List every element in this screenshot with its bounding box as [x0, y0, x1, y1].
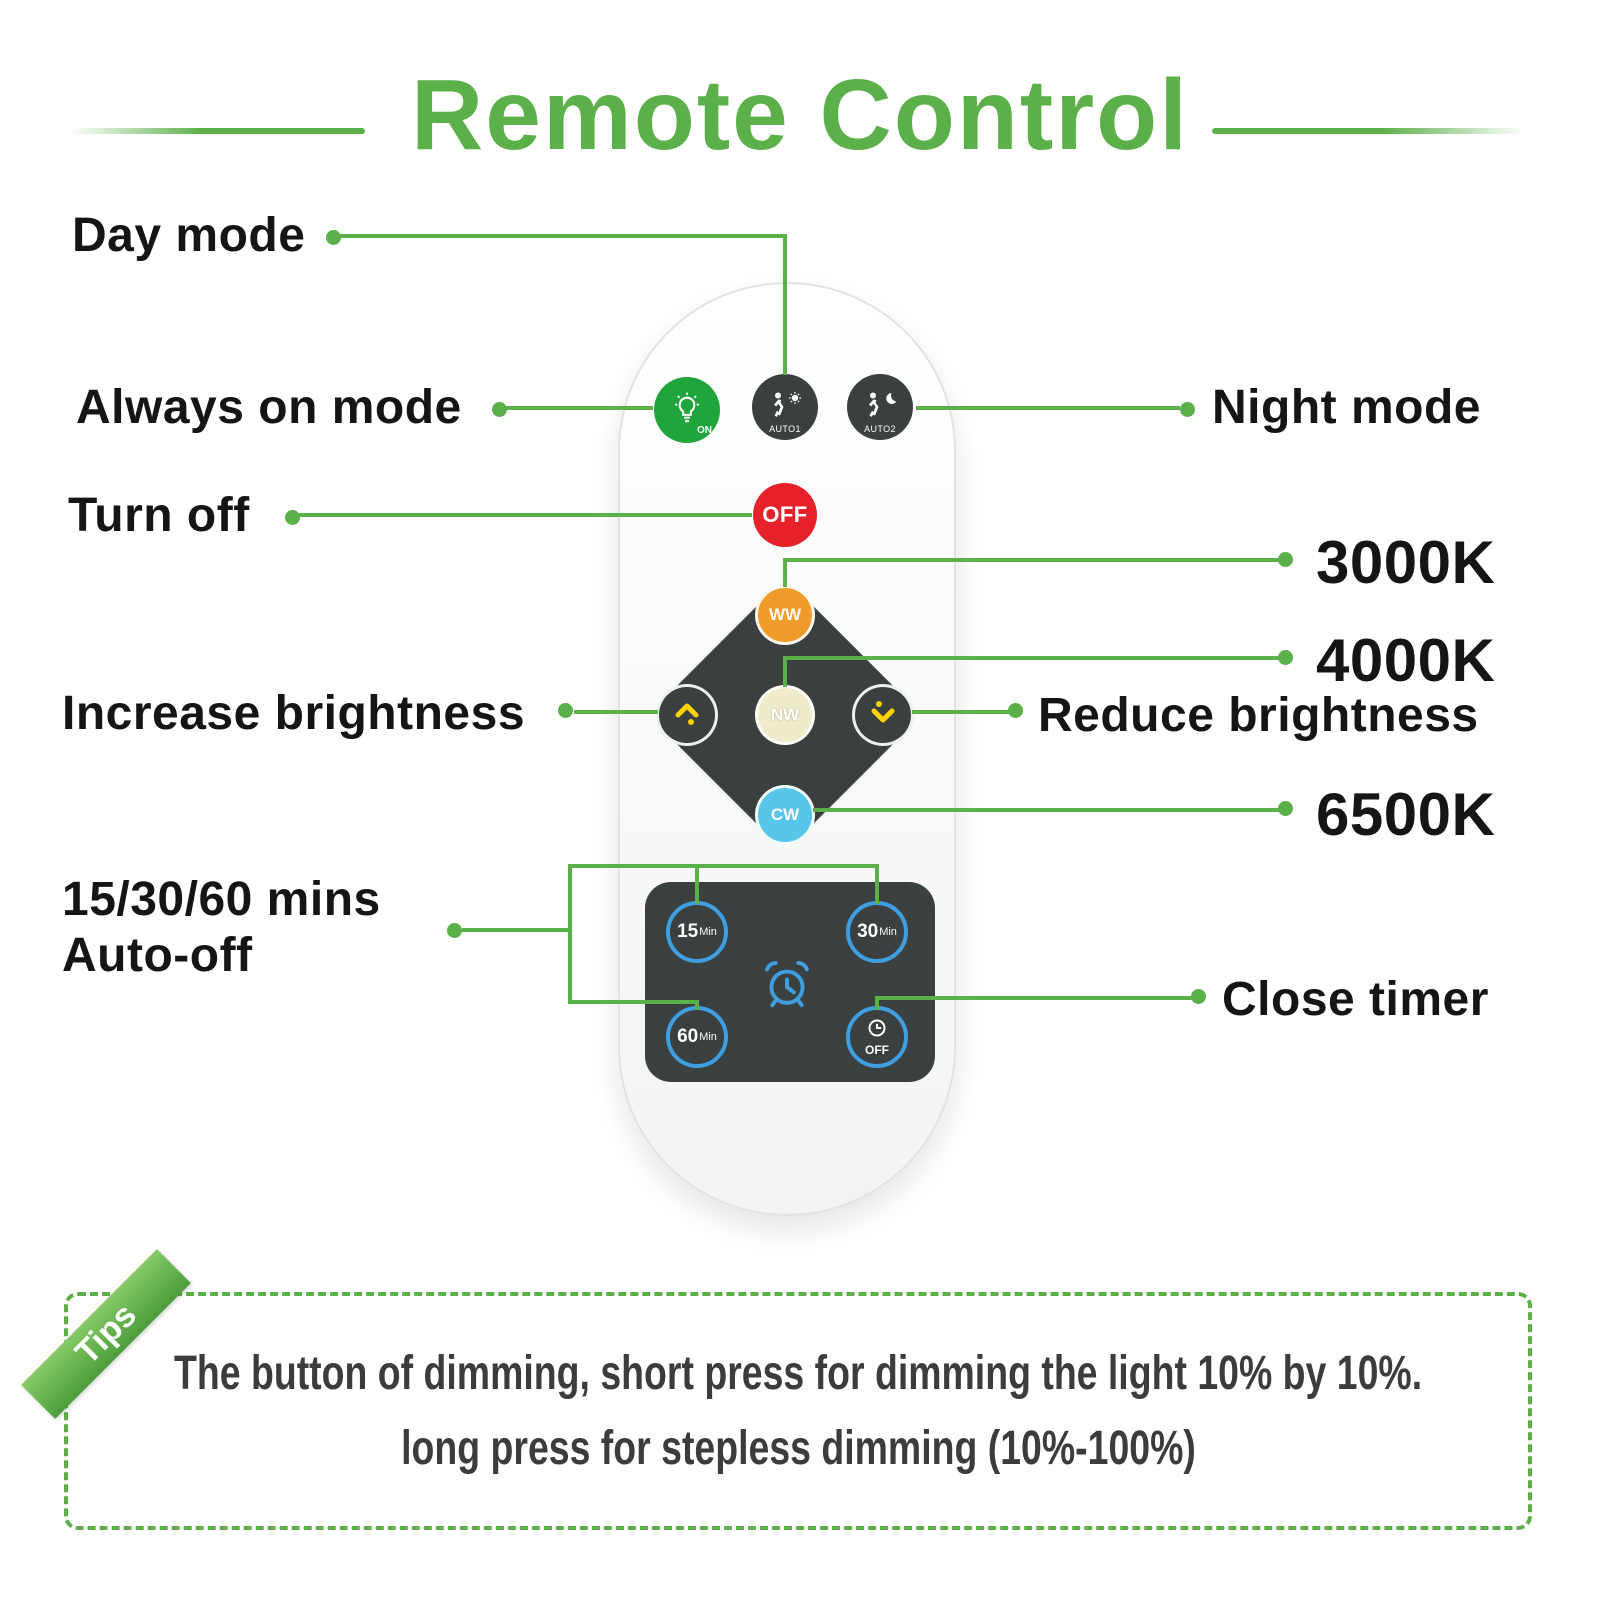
label-increase-brightness: Increase brightness: [62, 687, 526, 740]
on-button-label: ON: [697, 425, 712, 436]
connector-6500k-h: [813, 808, 1283, 812]
connector-day-mode-h: [338, 234, 785, 238]
connector-reduce-h: [912, 710, 1012, 714]
timer-off-clock-icon: [867, 1018, 887, 1043]
day-mode-button[interactable]: AUTO1: [752, 374, 818, 440]
connector-auto-off-drop-30: [875, 864, 879, 904]
timer-15min-button[interactable]: 15 Min: [666, 901, 728, 963]
label-day-mode: Day mode: [72, 209, 306, 262]
connector-increase-h: [574, 710, 658, 714]
label-turn-off: Turn off: [68, 489, 250, 542]
timer-15-value: 15: [677, 921, 699, 942]
callout-dot-4000k: [1278, 650, 1293, 665]
timer-60min-button[interactable]: 60 Min: [666, 1006, 728, 1068]
timer-60-unit: Min: [699, 1031, 717, 1043]
callout-dot-close-timer: [1191, 989, 1206, 1004]
label-always-on-mode: Always on mode: [76, 381, 462, 434]
label-reduce-brightness: Reduce brightness: [1038, 689, 1479, 742]
timer-60-value: 60: [677, 1026, 699, 1047]
auto2-button-label: AUTO2: [864, 424, 896, 434]
connector-close-timer-v: [875, 996, 879, 1010]
timer-off-label: OFF: [865, 1043, 889, 1057]
page-title: Remote Control: [411, 59, 1189, 171]
timer-30-value: 30: [857, 921, 879, 942]
connector-night-mode-h: [916, 406, 1180, 410]
connector-auto-off-drop-60: [695, 1000, 699, 1010]
always-on-button[interactable]: ON: [654, 377, 720, 443]
night-mode-button[interactable]: AUTO2: [847, 374, 913, 440]
connector-4000k-h: [783, 656, 1283, 660]
label-6500k: 6500K: [1316, 781, 1496, 848]
connector-auto-off-bracket: [568, 864, 572, 1004]
callout-dot-day-mode: [326, 230, 341, 245]
timer-15-unit: Min: [699, 926, 717, 938]
reduce-brightness-button[interactable]: [852, 684, 914, 746]
label-close-timer: Close timer: [1222, 973, 1489, 1026]
callout-dot-turn-off: [285, 510, 300, 525]
callout-dot-auto-off: [447, 923, 462, 938]
tips-line2: long press for stepless dimming (10%-100…: [400, 1422, 1196, 1475]
callout-dot-increase: [558, 703, 573, 718]
connector-3000k-h: [783, 558, 1283, 562]
connector-day-mode-v: [783, 234, 787, 375]
callout-dot-always-on: [492, 402, 507, 417]
callout-dot-3000k: [1278, 552, 1293, 567]
tips-box: Tips The button of dimming, short press …: [21, 1249, 1532, 1530]
bulb-icon: [672, 392, 702, 429]
title-decor-line-left: [70, 128, 365, 134]
brightness-up-icon: [670, 696, 704, 735]
tips-line1: The button of dimming, short press for d…: [173, 1347, 1423, 1400]
label-auto-off-line2: Auto-off: [62, 929, 253, 982]
timer-30min-button[interactable]: 30 Min: [846, 901, 908, 963]
connector-4000k-v: [783, 658, 787, 687]
label-3000k: 3000K: [1316, 529, 1496, 596]
connector-turn-off-h: [299, 513, 752, 517]
alarm-clock-icon: [761, 959, 813, 1016]
connector-auto-off-bottom-h: [568, 1000, 699, 1004]
tips-text: The button of dimming, short press for d…: [68, 1296, 1528, 1526]
connector-auto-off-h: [462, 928, 570, 932]
label-4000k: 4000K: [1316, 627, 1496, 694]
connector-always-on-h: [506, 406, 653, 410]
brightness-down-icon: [866, 696, 900, 735]
timer-30-unit: Min: [879, 926, 897, 938]
cool-white-6500k-button[interactable]: CW: [755, 785, 815, 845]
auto1-button-label: AUTO1: [769, 424, 801, 434]
callout-dot-night-mode: [1180, 402, 1195, 417]
warm-white-3000k-button[interactable]: WW: [755, 585, 815, 645]
close-timer-button[interactable]: OFF: [846, 1006, 908, 1068]
motion-sensor-sun-icon: [766, 390, 804, 425]
callout-dot-6500k: [1278, 801, 1293, 816]
increase-brightness-button[interactable]: [656, 684, 718, 746]
connector-auto-off-drop-15: [695, 864, 699, 904]
turn-off-button[interactable]: OFF: [753, 483, 817, 547]
callout-dot-reduce: [1008, 703, 1023, 718]
title-decor-line-right: [1212, 128, 1524, 134]
neutral-white-4000k-button[interactable]: NW: [755, 685, 815, 745]
label-night-mode: Night mode: [1212, 381, 1481, 434]
connector-3000k-v: [783, 560, 787, 587]
label-auto-off-line1: 15/30/60 mins: [62, 873, 381, 926]
connector-close-timer-h: [879, 996, 1193, 1000]
motion-sensor-moon-icon: [861, 390, 899, 425]
connector-auto-off-top-h: [568, 864, 879, 868]
